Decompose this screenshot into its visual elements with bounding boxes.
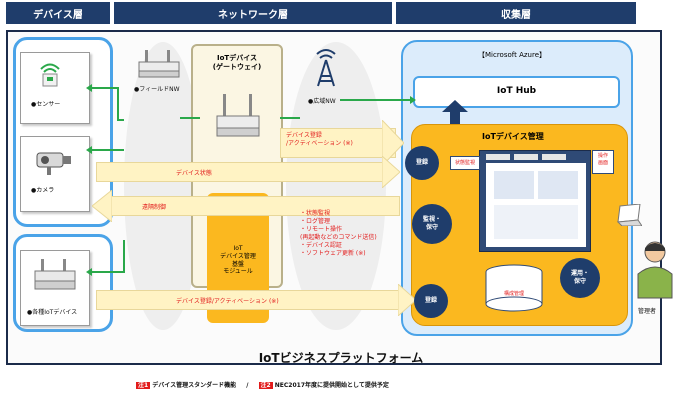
gateway-title: IoTデバイス (ゲートウェイ)	[193, 54, 281, 72]
register-band-top	[280, 128, 396, 158]
wide-nw-label: ●広域NW	[308, 98, 336, 105]
azure-label: 【Microsoft Azure】	[478, 51, 547, 59]
operation-screen-label: 操作 画面	[597, 153, 608, 166]
note2-text: NEC2017年度に提供開始として提供予定	[274, 382, 389, 389]
monitor-maintenance-label: 監視・ 保守	[422, 216, 441, 231]
register-circle-top: 登録	[405, 146, 439, 180]
sensor-card: ●センサー	[20, 52, 90, 124]
register-bottom-label: デバイス登録/アクティベーション (※)	[176, 298, 279, 305]
console-panel-2	[538, 171, 578, 199]
iot-device-label: ●各種IoTデバイス	[27, 309, 78, 316]
laptop-icon	[616, 204, 642, 226]
operator-icon	[637, 241, 673, 299]
register-circle-bottom-label: 登録	[424, 297, 437, 305]
header-device-layer: デバイス層	[6, 2, 110, 24]
console-panel-1	[494, 171, 534, 199]
gateway-router-icon	[216, 94, 260, 137]
note1-tag: 注1	[136, 382, 151, 389]
console-panel-3	[494, 205, 578, 239]
operate-maintenance-label: 運用・ 保守	[570, 270, 589, 285]
register-arrow-top	[382, 120, 404, 166]
mgmt-title: IoTデバイス管理	[482, 132, 544, 141]
field-router-icon	[138, 50, 180, 78]
console-window	[479, 150, 591, 252]
iot-hub-box: IoT Hub	[413, 76, 620, 108]
antenna-icon	[316, 49, 336, 87]
console-tab-3	[542, 154, 566, 160]
field-nw-label: ●フィールドNW	[134, 86, 180, 93]
note1-text: デバイス管理スタンダード機能	[152, 382, 237, 389]
camera-icon	[36, 152, 71, 175]
camera-label: ●カメラ	[31, 187, 55, 194]
register-top-label: デバイス登録 /アクティベーション (※)	[286, 132, 353, 148]
console-screen	[486, 163, 586, 247]
iot-hub-label: IoT Hub	[496, 86, 537, 96]
status-label: デバイス状態	[176, 170, 212, 177]
console-tab-2	[514, 154, 538, 160]
operator-label: 管理者	[638, 308, 657, 315]
header-cloud-layer: 収集層	[396, 2, 636, 24]
wide-network-area	[286, 42, 386, 330]
sensor-label: ●センサー	[31, 101, 61, 108]
register-arrow-bottom	[398, 284, 416, 316]
header-device-layer-label: デバイス層	[33, 9, 83, 21]
operate-maintenance-circle: 運用・ 保守	[560, 258, 600, 298]
gateway-module-label: IoT デバイス管理 基盤 モジュール	[220, 245, 256, 276]
note-separator: /	[246, 382, 249, 389]
config-db-label: 構成管理	[503, 291, 524, 297]
field-network-area	[124, 42, 202, 330]
operation-screen-tag: 操作 画面	[592, 150, 614, 174]
sensor-icon	[40, 63, 60, 87]
header-cloud-layer-label: 収集層	[501, 9, 531, 21]
header-network-layer-label: ネットワーク層	[218, 9, 288, 21]
iot-device-card: ●各種IoTデバイス	[20, 250, 90, 326]
console-tab-1	[486, 154, 510, 160]
status-monitor-label: 状態監視	[454, 160, 475, 166]
status-monitor-tag: 状態監視	[450, 156, 480, 170]
control-arrow	[92, 190, 112, 222]
status-arrow	[382, 156, 400, 188]
gateway-title-text: IoTデバイス (ゲートウェイ)	[212, 54, 262, 72]
monitor-maintenance-circle: 監視・ 保守	[412, 204, 452, 244]
register-circle-top-label: 登録	[415, 159, 428, 167]
camera-card: ●カメラ	[20, 136, 90, 212]
operations-list: ・状態監視 ・ログ管理 ・リモート操作 (再起動などのコマンド送信) ・デバイス…	[300, 210, 377, 258]
note2-tag: 注2	[258, 382, 273, 389]
header-network-layer: ネットワーク層	[114, 2, 392, 24]
router-icon	[34, 259, 76, 290]
control-label: 遠隔制御	[142, 204, 167, 211]
platform-title: IoTビジネスプラットフォーム	[258, 351, 424, 365]
config-db-icon	[485, 264, 543, 312]
footer-notes: 注1 デバイス管理スタンダード機能 / 注2 NEC2017年度に提供開始として…	[136, 380, 389, 389]
register-circle-bottom: 登録	[414, 284, 448, 318]
